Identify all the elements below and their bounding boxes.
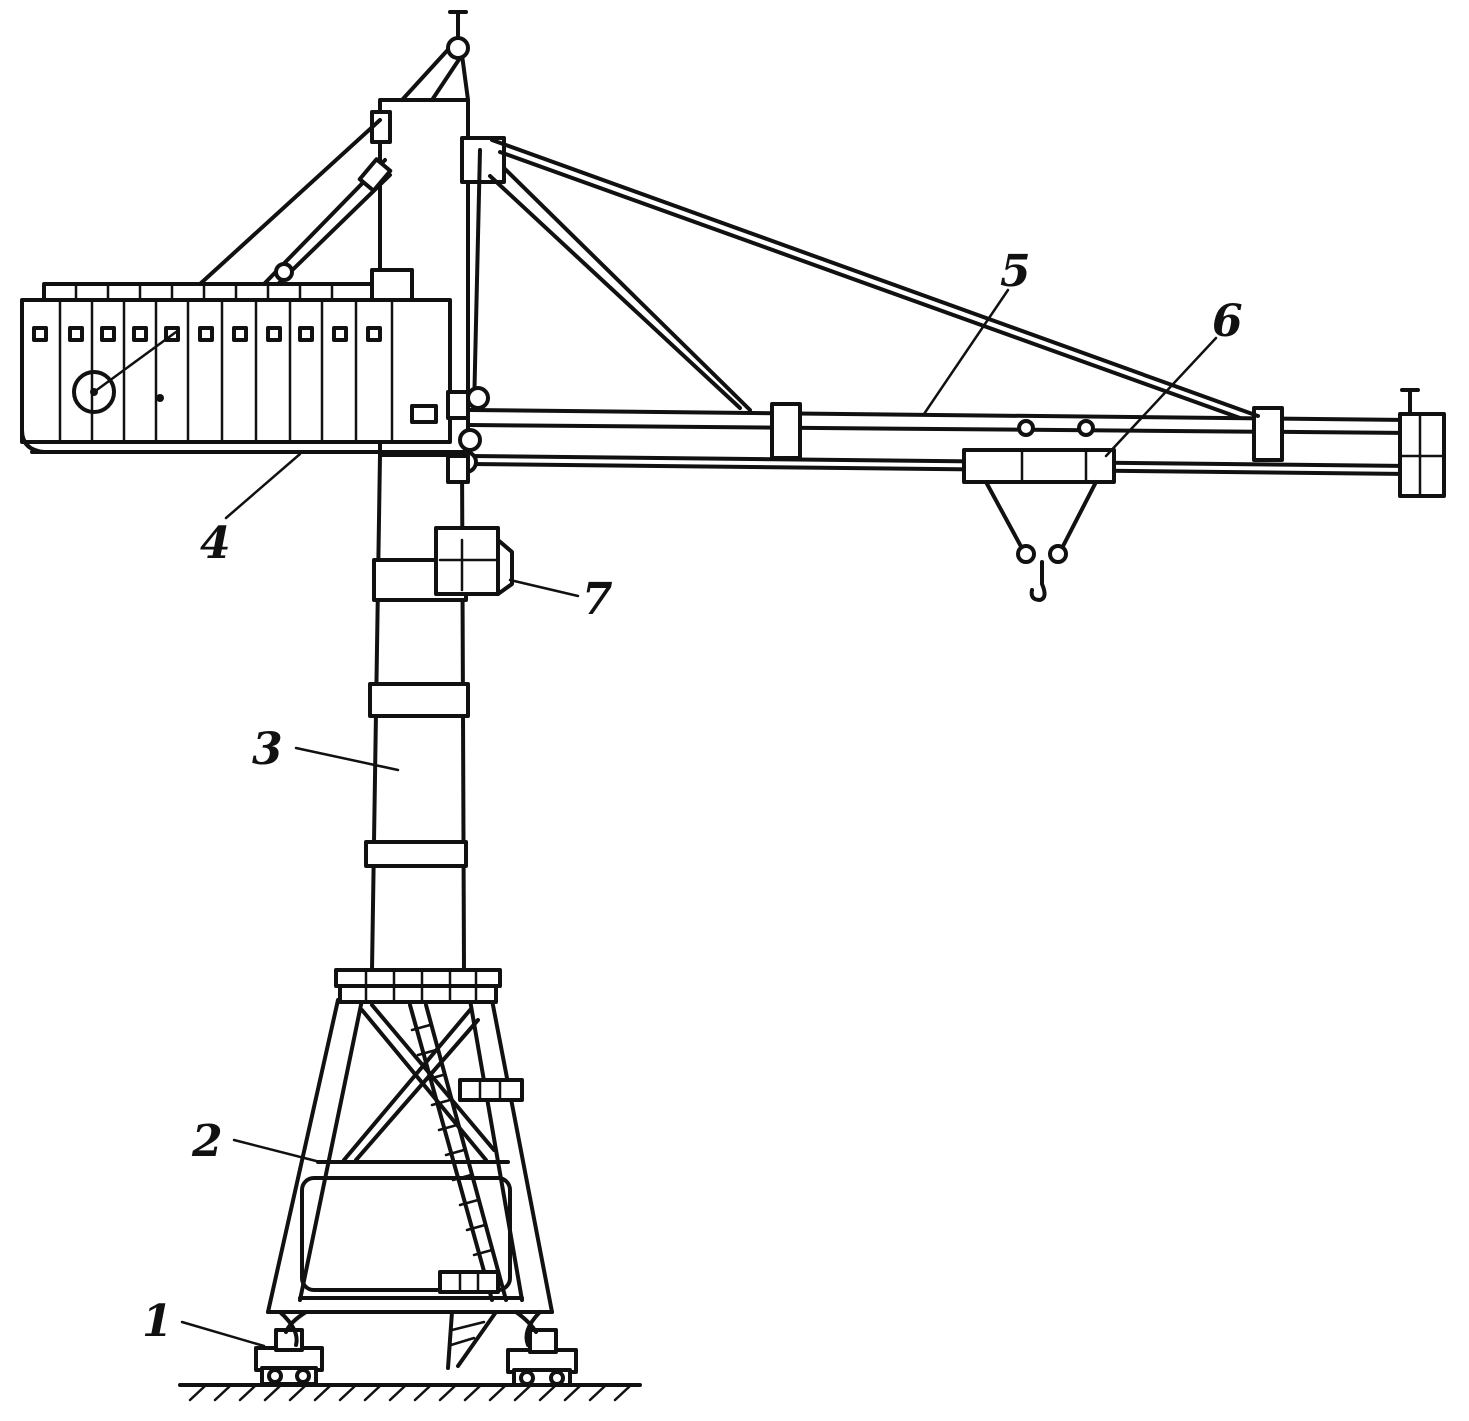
machinery-house <box>20 118 472 454</box>
ground-line <box>178 1383 642 1402</box>
jib-boom <box>446 138 1446 498</box>
callout-labels: 1 2 3 4 5 6 7 <box>142 246 1243 1347</box>
callout-4: 4 <box>200 518 231 569</box>
portal-frame <box>266 998 554 1370</box>
travel-bogie-left <box>254 1328 324 1386</box>
callout-1: 1 <box>142 1296 173 1347</box>
tower-column <box>364 453 470 972</box>
travel-bogie-right <box>506 1328 578 1387</box>
callout-3: 3 <box>252 724 283 775</box>
callout-5: 5 <box>1000 246 1031 297</box>
callout-leaders <box>180 288 1218 1348</box>
callout-2: 2 <box>191 1116 223 1167</box>
portal-top-ring <box>334 968 502 1004</box>
hoist-trolley <box>962 419 1116 602</box>
callout-7: 7 <box>582 574 613 625</box>
operator-cab <box>434 526 514 596</box>
callout-6: 6 <box>1212 296 1243 347</box>
